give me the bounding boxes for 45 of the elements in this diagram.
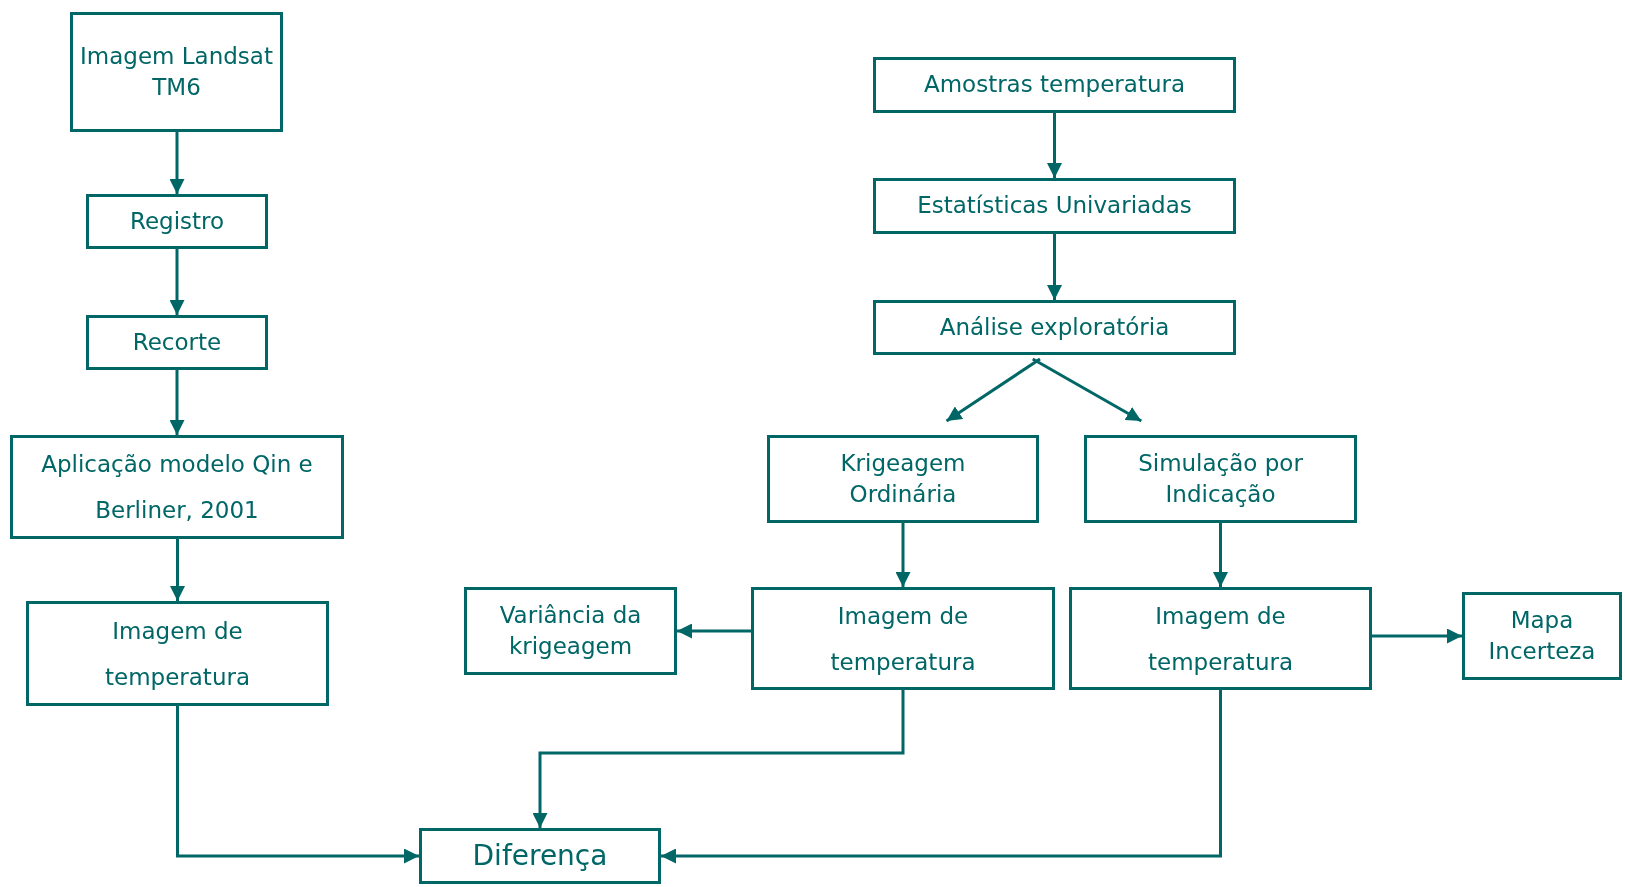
box-label: Estatísticas Univariadas <box>917 191 1192 221</box>
arrow <box>170 539 185 601</box>
process-box <box>86 315 268 370</box>
arrow <box>1213 523 1228 587</box>
arrow <box>1047 234 1062 300</box>
arrow <box>1047 113 1062 178</box>
box-label: Imagem Landsat TM6 <box>79 41 274 102</box>
process-box <box>1084 435 1357 523</box>
process-box <box>86 194 268 249</box>
process-box <box>873 178 1236 234</box>
box-label: Mapa Incerteza <box>1487 605 1597 666</box>
process-box <box>70 12 283 132</box>
box-label: Simulação por Indicação <box>1137 448 1304 509</box>
box-label: Registro <box>129 206 225 236</box>
process-box <box>873 300 1236 355</box>
arrow <box>1372 628 1462 644</box>
box-label: Aplicação modelo Qin e Berliner, 2001 <box>40 450 314 525</box>
arrow <box>677 623 751 639</box>
box-label: Imagem de temperatura <box>104 616 251 692</box>
box-label: Imagem de temperatura <box>1147 601 1294 677</box>
process-box <box>26 601 329 706</box>
process-box <box>1069 587 1372 690</box>
arrow <box>661 690 1222 864</box>
process-box <box>464 587 677 675</box>
arrow <box>176 706 419 864</box>
arrow <box>945 357 1041 423</box>
arrow <box>169 370 185 435</box>
process-box <box>1462 592 1622 680</box>
box-label: Análise exploratória <box>939 312 1170 342</box>
arrow <box>169 132 185 194</box>
process-box <box>419 828 661 884</box>
process-box <box>767 435 1039 523</box>
process-box <box>873 57 1236 113</box>
arrow <box>169 249 185 315</box>
box-label: Amostras temperatura <box>923 70 1186 100</box>
process-box <box>751 587 1055 690</box>
arrow <box>1031 357 1143 423</box>
arrow <box>532 690 905 828</box>
process-box <box>10 435 344 539</box>
box-label: Recorte <box>132 327 222 357</box>
box-label: Variância da krigeagem <box>498 600 643 661</box>
box-label: Imagem de temperatura <box>829 601 977 677</box>
arrow <box>895 523 911 587</box>
box-label: Krigeagem Ordinária <box>839 448 967 509</box>
box-label: Diferença <box>472 838 608 875</box>
